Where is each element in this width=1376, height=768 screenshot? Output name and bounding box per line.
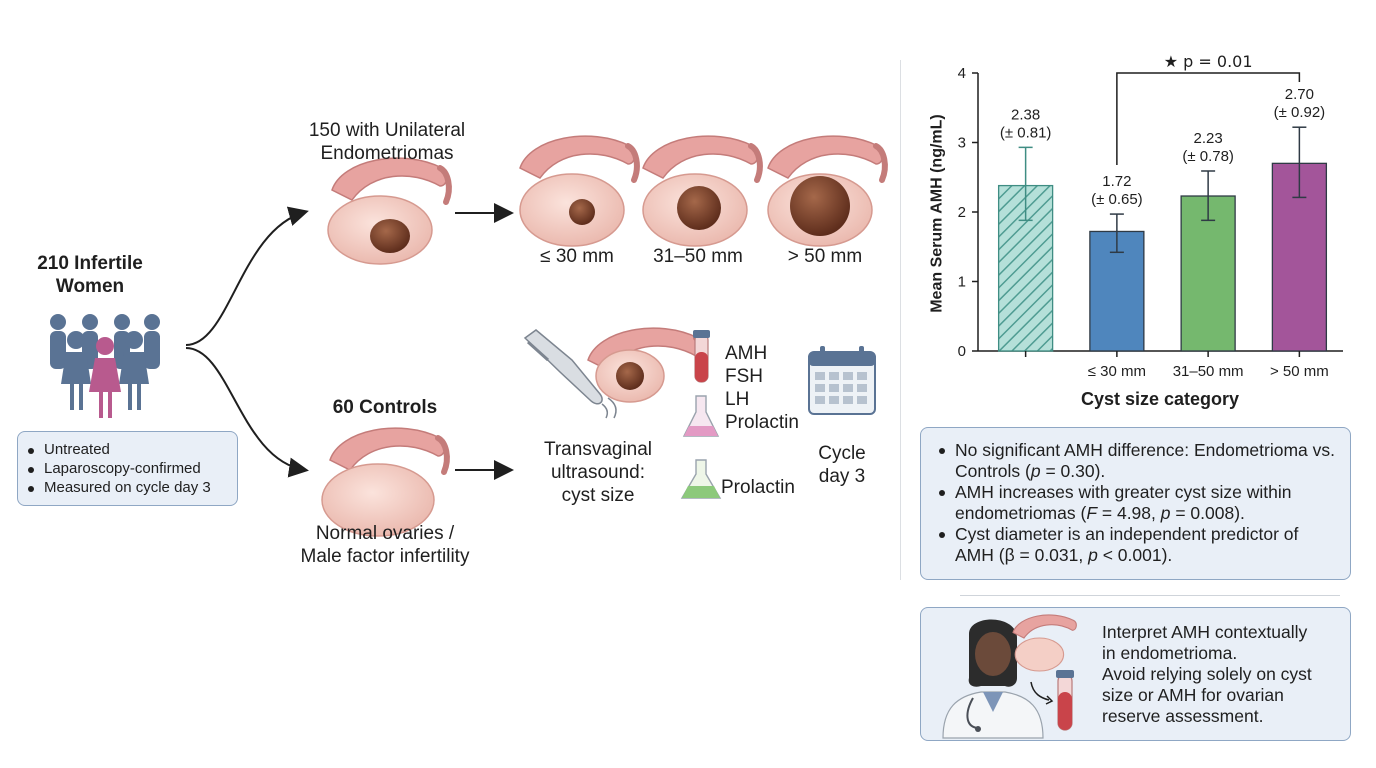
x-tick-label: ≤ 30 mm [1088,363,1146,380]
hormone-label: Prolactin [725,412,799,433]
cyst-size-label: 31–50 mm [653,246,743,267]
hormone-label-prolactin: Prolactin [721,477,795,498]
finding-item: No significant AMH difference: Endometri… [935,440,1340,482]
horizontal-divider [960,595,1340,596]
pink-flask-icon [682,395,720,437]
hormone-label: LH [725,389,750,410]
x-tick-label: > 50 mm [1270,363,1329,380]
significance-bracket [1116,72,1301,165]
y-tick-label: 0 [958,343,966,360]
y-tick-label: 2 [958,204,966,221]
y-tick-label: 3 [958,135,966,152]
cohort-note: Laparoscopy-confirmed [24,459,231,478]
cohort-note: Untreated [24,440,231,459]
control-caption: Normal ovaries / Male factor infertility [300,523,470,567]
x-axis-label: Cyst size category [1080,389,1240,409]
branch-top-label: 150 with Unilateral Endometriomas [308,120,466,164]
hormone-label: AMH [725,343,768,364]
cyst-size-label: ≤ 30 mm [540,246,614,267]
green-flask-icon [680,459,722,499]
branch-bottom-label: 60 Controls [332,397,438,418]
y-tick-label: 4 [958,65,966,82]
blood-tube-icon [693,330,710,383]
data-label: 1.72 [1102,173,1131,190]
error-label: (± 0.78) [1182,148,1234,165]
cohort-notes-box: Untreated Laparoscopy-confirmed Measured… [17,431,238,506]
ultrasound-probe-icon [523,329,617,419]
finding-item: AMH increases with greater cyst size wit… [935,482,1340,524]
y-tick-label: 1 [958,274,966,291]
finding-item: Cyst diameter is an independent predicto… [935,524,1340,566]
x-tick-label: 31–50 mm [1173,363,1244,380]
ultrasound-label: Transvaginal ultrasound: cyst size [543,439,653,506]
recommendation-box: Interpret AMH contextually in endometrio… [920,607,1351,741]
error-label: (± 0.81) [1000,124,1052,141]
cycle-day-label: Cycle day 3 [818,443,866,487]
y-axis-label: Mean Serum AMH (ng/mL) [928,114,946,313]
cyst-size-label: > 50 mm [787,246,863,267]
hormone-label: FSH [725,366,763,387]
calendar-icon [808,346,876,415]
cohort-title: 210 Infertile Women [37,253,143,297]
vertical-divider [900,60,901,580]
data-label: 2.38 [1011,106,1040,123]
cohort-note: Measured on cycle day 3 [24,478,231,497]
clinician-icon [942,614,1077,739]
significance-label: ★ p = 0.01 [1164,52,1253,71]
error-label: (± 0.92) [1274,104,1326,121]
recommendation-text: Interpret AMH contextually in endometrio… [1102,622,1312,726]
data-label: 2.23 [1194,130,1223,147]
error-label: (± 0.65) [1091,191,1143,208]
data-label: 2.70 [1285,86,1314,103]
findings-box: No significant AMH difference: Endometri… [920,427,1351,580]
